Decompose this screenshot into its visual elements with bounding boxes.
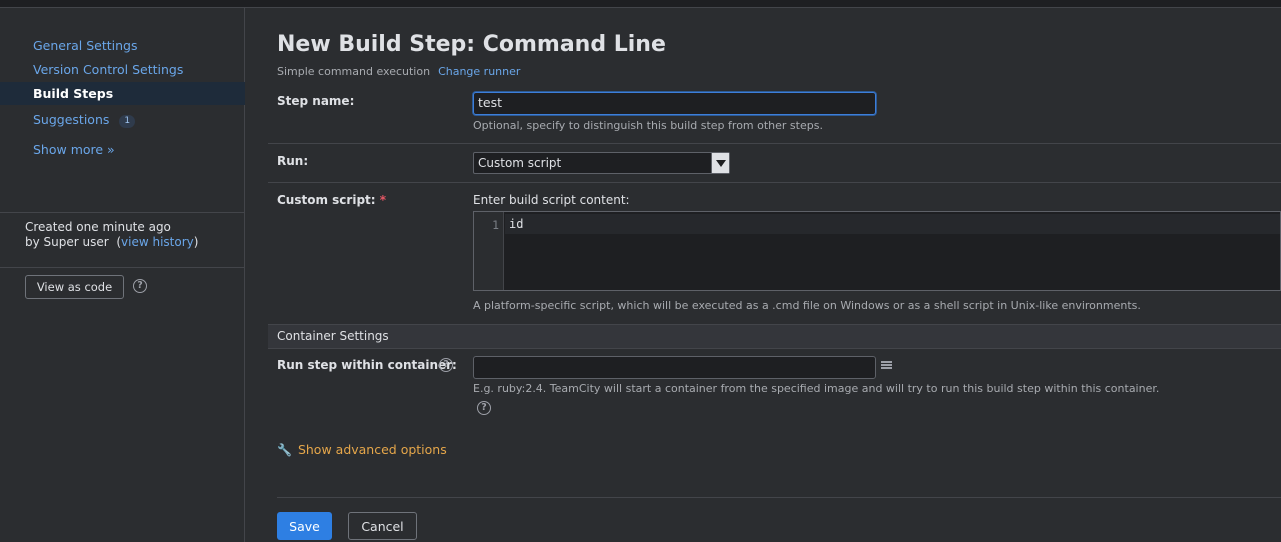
- created-by: by Super user: [25, 235, 109, 249]
- required-mark: *: [379, 193, 387, 207]
- sidebar-item-label: Build Steps: [33, 86, 114, 101]
- view-history-link[interactable]: view history: [121, 235, 194, 249]
- created-info: Created one minute ago by Super user (vi…: [25, 220, 198, 250]
- editor-label: Enter build script content:: [473, 193, 630, 207]
- sidebar-item-suggestions[interactable]: Suggestions 1: [0, 108, 245, 131]
- sidebar-item-general-settings[interactable]: General Settings: [0, 34, 245, 57]
- page-title: New Build Step: Command Line: [277, 32, 666, 57]
- run-label: Run:: [277, 154, 309, 168]
- save-button[interactable]: Save: [277, 512, 332, 540]
- sidebar-item-version-control-settings[interactable]: Version Control Settings: [0, 58, 245, 81]
- help-icon[interactable]: ?: [133, 279, 147, 293]
- page-subtitle: Simple command execution Change runner: [277, 65, 520, 78]
- advanced-label: Show advanced options: [297, 442, 447, 457]
- history-paren-open: (: [116, 235, 122, 249]
- container-image-input[interactable]: [473, 356, 876, 379]
- custom-script-label-text: Custom script:: [277, 193, 376, 207]
- show-more-link[interactable]: Show more »: [33, 142, 115, 157]
- sidebar-item-label: Suggestions: [33, 112, 110, 127]
- row-divider: [268, 182, 1281, 183]
- change-runner-link[interactable]: Change runner: [438, 65, 521, 78]
- container-label: Run step within container:: [277, 358, 457, 372]
- help-icon[interactable]: ?: [477, 401, 491, 415]
- code-line[interactable]: id: [505, 214, 1280, 234]
- runner-description: Simple command execution: [277, 65, 431, 78]
- sidebar-item-label: Version Control Settings: [33, 62, 184, 77]
- script-editor[interactable]: 1 id: [473, 211, 1281, 291]
- sidebar-divider: [0, 212, 245, 213]
- step-name-input[interactable]: test: [473, 92, 876, 115]
- top-bar: [0, 0, 1281, 8]
- cancel-button[interactable]: Cancel: [348, 512, 417, 540]
- main-content: New Build Step: Command Line Simple comm…: [246, 8, 1281, 542]
- run-select[interactable]: Custom script: [473, 152, 730, 174]
- line-number: 1: [474, 212, 504, 290]
- step-name-label: Step name:: [277, 94, 355, 108]
- container-hint: E.g. ruby:2.4. TeamCity will start a con…: [473, 382, 1160, 395]
- history-paren-close: ): [193, 235, 199, 249]
- sidebar: General Settings Version Control Setting…: [0, 8, 245, 542]
- run-selected-value: Custom script: [478, 156, 562, 170]
- list-picker-icon[interactable]: [881, 361, 892, 371]
- sidebar-item-label: General Settings: [33, 38, 138, 53]
- footer-divider: [277, 497, 1281, 498]
- chevron-down-icon[interactable]: [711, 153, 729, 173]
- custom-script-label: Custom script: *: [277, 193, 386, 207]
- wrench-icon: 🔧: [277, 443, 292, 457]
- custom-script-hint: A platform-specific script, which will b…: [473, 299, 1141, 312]
- container-settings-header: Container Settings: [268, 324, 1281, 349]
- created-time: Created one minute ago: [25, 220, 171, 234]
- suggestions-count-badge: 1: [119, 115, 136, 128]
- row-divider: [268, 143, 1281, 144]
- help-icon[interactable]: ?: [439, 358, 453, 372]
- sidebar-item-build-steps[interactable]: Build Steps: [0, 82, 245, 105]
- sidebar-divider: [0, 267, 245, 268]
- view-as-code-button[interactable]: View as code: [25, 275, 124, 299]
- step-name-hint: Optional, specify to distinguish this bu…: [473, 119, 823, 132]
- show-advanced-options-link[interactable]: 🔧 Show advanced options: [277, 442, 447, 457]
